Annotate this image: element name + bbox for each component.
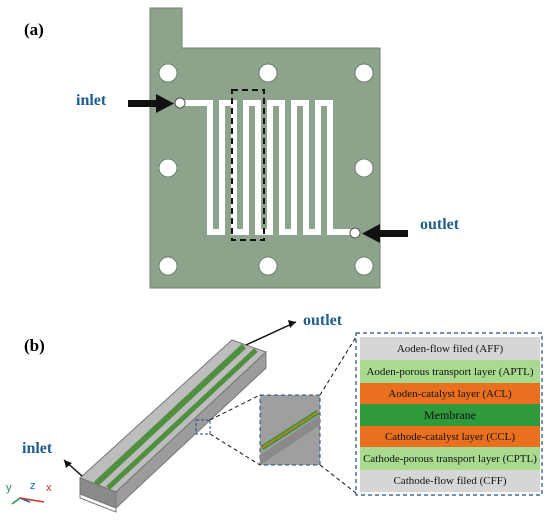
layer-ccl: Cathode-catalyst layer (CCL) xyxy=(360,426,540,447)
outlet-port xyxy=(349,227,361,239)
axis-y-label: y xyxy=(6,482,12,494)
bolt-holes xyxy=(158,63,374,276)
layer-aff: Aoden-flow filed (AFF) xyxy=(360,337,540,360)
axis-x-label: x xyxy=(46,482,52,494)
selection-box xyxy=(231,89,265,241)
zoom-inset xyxy=(259,394,321,466)
axis-z-label: z xyxy=(30,480,36,492)
serpentine-channel xyxy=(182,100,354,235)
panel-a-label: (a) xyxy=(24,20,44,39)
cell-3d-model xyxy=(79,339,267,513)
b-outlet-arrow xyxy=(245,321,297,346)
zoom-connectors xyxy=(209,336,357,494)
inlet-port xyxy=(174,97,186,109)
panel-a-outlet-label: outlet xyxy=(420,216,460,233)
outlet-arrow xyxy=(362,224,408,243)
layer-aptl: Aoden-porous transport layer (APTL) xyxy=(360,360,540,383)
panel-b-inlet-label: inlet xyxy=(22,440,53,457)
panel-b-label: (b) xyxy=(24,336,45,355)
panel-a-inlet-label: inlet xyxy=(76,92,107,109)
zoom-source-box xyxy=(195,419,211,435)
axis-triad xyxy=(11,497,45,505)
layer-acl: Aoden-catalyst layer (ACL) xyxy=(360,383,540,404)
inlet-arrow xyxy=(128,94,174,113)
layer-stack-frame xyxy=(355,332,543,496)
panel-b-outlet-label: outlet xyxy=(303,312,343,329)
layer-cff: Cathode-flow filed (CFF) xyxy=(360,470,540,492)
layer-cptl: Cathode-porous transport layer (CPTL) xyxy=(360,447,540,470)
layer-membrane: Membrane xyxy=(360,404,540,426)
